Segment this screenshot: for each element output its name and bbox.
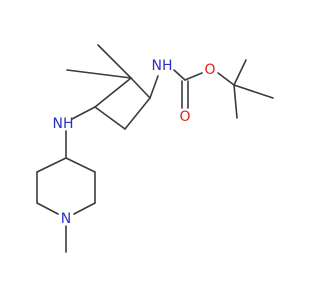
bond-nh-carbonyl (173, 69, 186, 81)
bond-ring-c4-c1 (94, 77, 132, 108)
amine-nh-label: NH (53, 116, 74, 132)
piperidine-n-label: N (61, 211, 71, 227)
carbonyl-oxygen-label: O (179, 109, 190, 125)
bond-c4-nh (71, 106, 96, 120)
bond-pip-c4-c3 (65, 157, 96, 173)
structure-canvas: NH O O NH N (36, 44, 274, 253)
bond-pip-c5-c4 (36, 157, 67, 173)
bond-ring-c2-c3 (124, 97, 151, 130)
bond-tbu-me-right (233, 84, 274, 99)
bond-c2-nh (149, 75, 159, 99)
bond-methyl-b (66, 69, 132, 79)
bond-carbonyl-ester-o (184, 72, 203, 81)
bond-pip-n-c6 (36, 202, 59, 215)
bond-tbu-me-down (233, 84, 238, 119)
carbamate-nh-label: NH (152, 58, 173, 74)
bond-ring-c3-c4 (94, 106, 126, 130)
ester-oxygen-label: O (204, 62, 215, 78)
molecule-structure: NH O O NH N (36, 44, 274, 253)
bond-ring-c1-c2 (130, 77, 151, 99)
bond-tbu-me-up (233, 59, 247, 86)
atom-labels: NH O O NH N (53, 58, 216, 227)
bond-ester-o-tbu (217, 72, 235, 86)
bond-methyl-a (97, 44, 132, 79)
bonds (36, 44, 274, 253)
bond-pip-c2-n (73, 202, 96, 215)
